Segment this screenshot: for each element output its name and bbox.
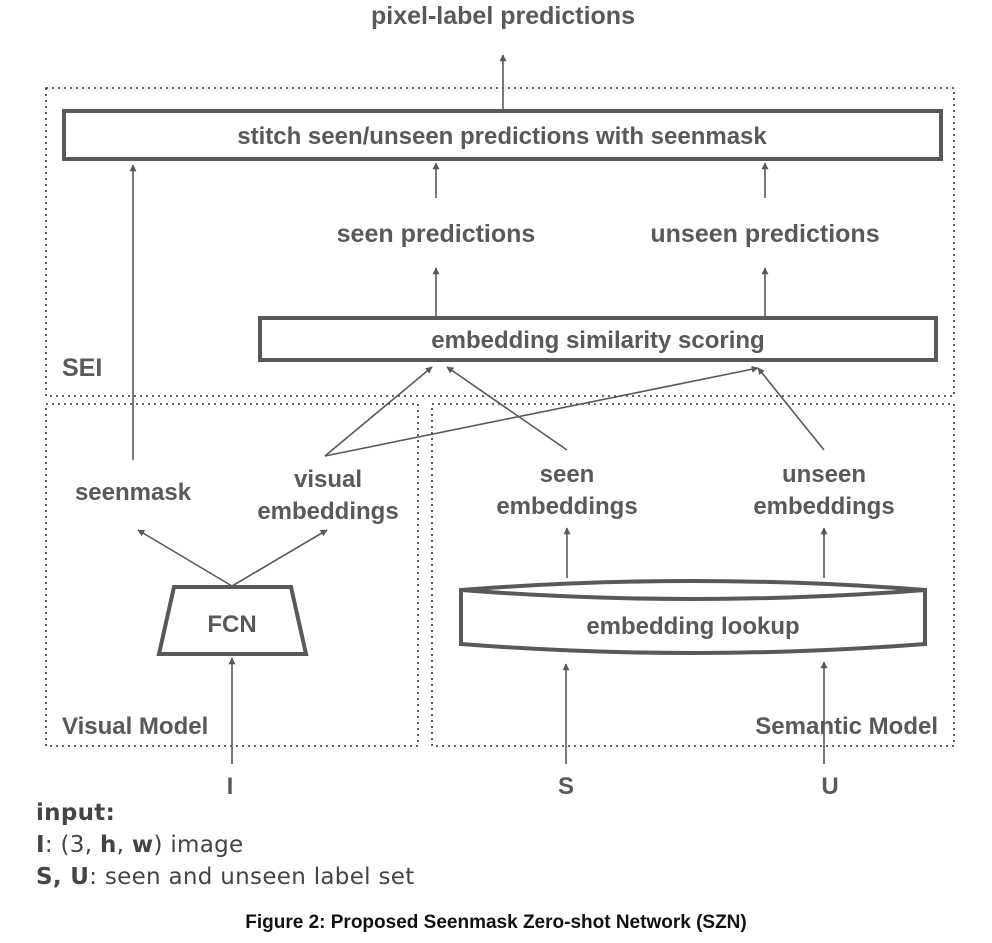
legend-line-1-key: I bbox=[36, 832, 45, 858]
fcn-label: FCN bbox=[207, 611, 256, 638]
input-u-label: U bbox=[821, 773, 838, 800]
seen-embeddings-label-line1: seen bbox=[540, 461, 595, 488]
sei-region-label: SEI bbox=[62, 354, 102, 382]
legend-line-1-comma: , bbox=[117, 832, 132, 858]
legend-line-2: S, U: seen and unseen label set bbox=[36, 864, 415, 890]
legend-line-1: I: (3, h, w) image bbox=[36, 832, 243, 858]
embedding-lookup-block bbox=[459, 579, 927, 655]
fcn-block bbox=[156, 585, 309, 656]
unseen-embeddings-label-line1: unseen bbox=[782, 461, 866, 488]
scoring-box-label: embedding similarity scoring bbox=[431, 327, 764, 354]
unseen-predictions-label: unseen predictions bbox=[650, 220, 879, 248]
stitch-box bbox=[62, 109, 943, 161]
arrow-seen-emb-to-scoring bbox=[446, 366, 568, 451]
legend-line-1-w: w bbox=[132, 832, 154, 858]
output-label: pixel-label predictions bbox=[371, 2, 635, 30]
seen-embeddings-label-line2: embeddings bbox=[496, 493, 637, 520]
arrow-visual-emb-to-scoring-right bbox=[324, 365, 759, 457]
input-s-label: S bbox=[558, 773, 574, 800]
arrow-visual-emb-to-scoring-left bbox=[324, 366, 433, 457]
legend-line-2-rest: : seen and unseen label set bbox=[89, 864, 414, 890]
arrow-fcn-to-visual-emb bbox=[231, 529, 328, 587]
arrow-unseen-emb-to-scoring bbox=[757, 367, 825, 451]
scoring-box bbox=[258, 316, 938, 362]
legend-title: input: bbox=[36, 800, 115, 826]
arrows bbox=[129, 54, 828, 764]
visual-embeddings-label-line1: visual bbox=[294, 466, 362, 493]
visual-embeddings-label-line2: embeddings bbox=[257, 498, 398, 525]
legend-line-2-key: S, U bbox=[36, 864, 89, 890]
semantic-model-region bbox=[431, 403, 955, 747]
stitch-box-label: stitch seen/unseen predictions with seen… bbox=[237, 123, 767, 150]
legend-line-1-part-a: : (3, bbox=[45, 832, 100, 858]
sei-region bbox=[45, 87, 955, 397]
legend-line-1-part-b: ) image bbox=[153, 832, 243, 858]
legend-line-1-h: h bbox=[100, 832, 117, 858]
visual-model-region-label: Visual Model bbox=[62, 713, 208, 740]
figure-caption: Figure 2: Proposed Seenmask Zero-shot Ne… bbox=[245, 912, 746, 933]
input-i-label: I bbox=[227, 773, 234, 800]
unseen-embeddings-label-line2: embeddings bbox=[753, 493, 894, 520]
seen-predictions-label: seen predictions bbox=[337, 220, 536, 248]
semantic-model-region-label: Semantic Model bbox=[755, 713, 938, 740]
seenmask-label: seenmask bbox=[75, 479, 192, 506]
arrow-fcn-to-seenmask bbox=[137, 529, 233, 587]
embedding-lookup-label: embedding lookup bbox=[586, 613, 799, 640]
